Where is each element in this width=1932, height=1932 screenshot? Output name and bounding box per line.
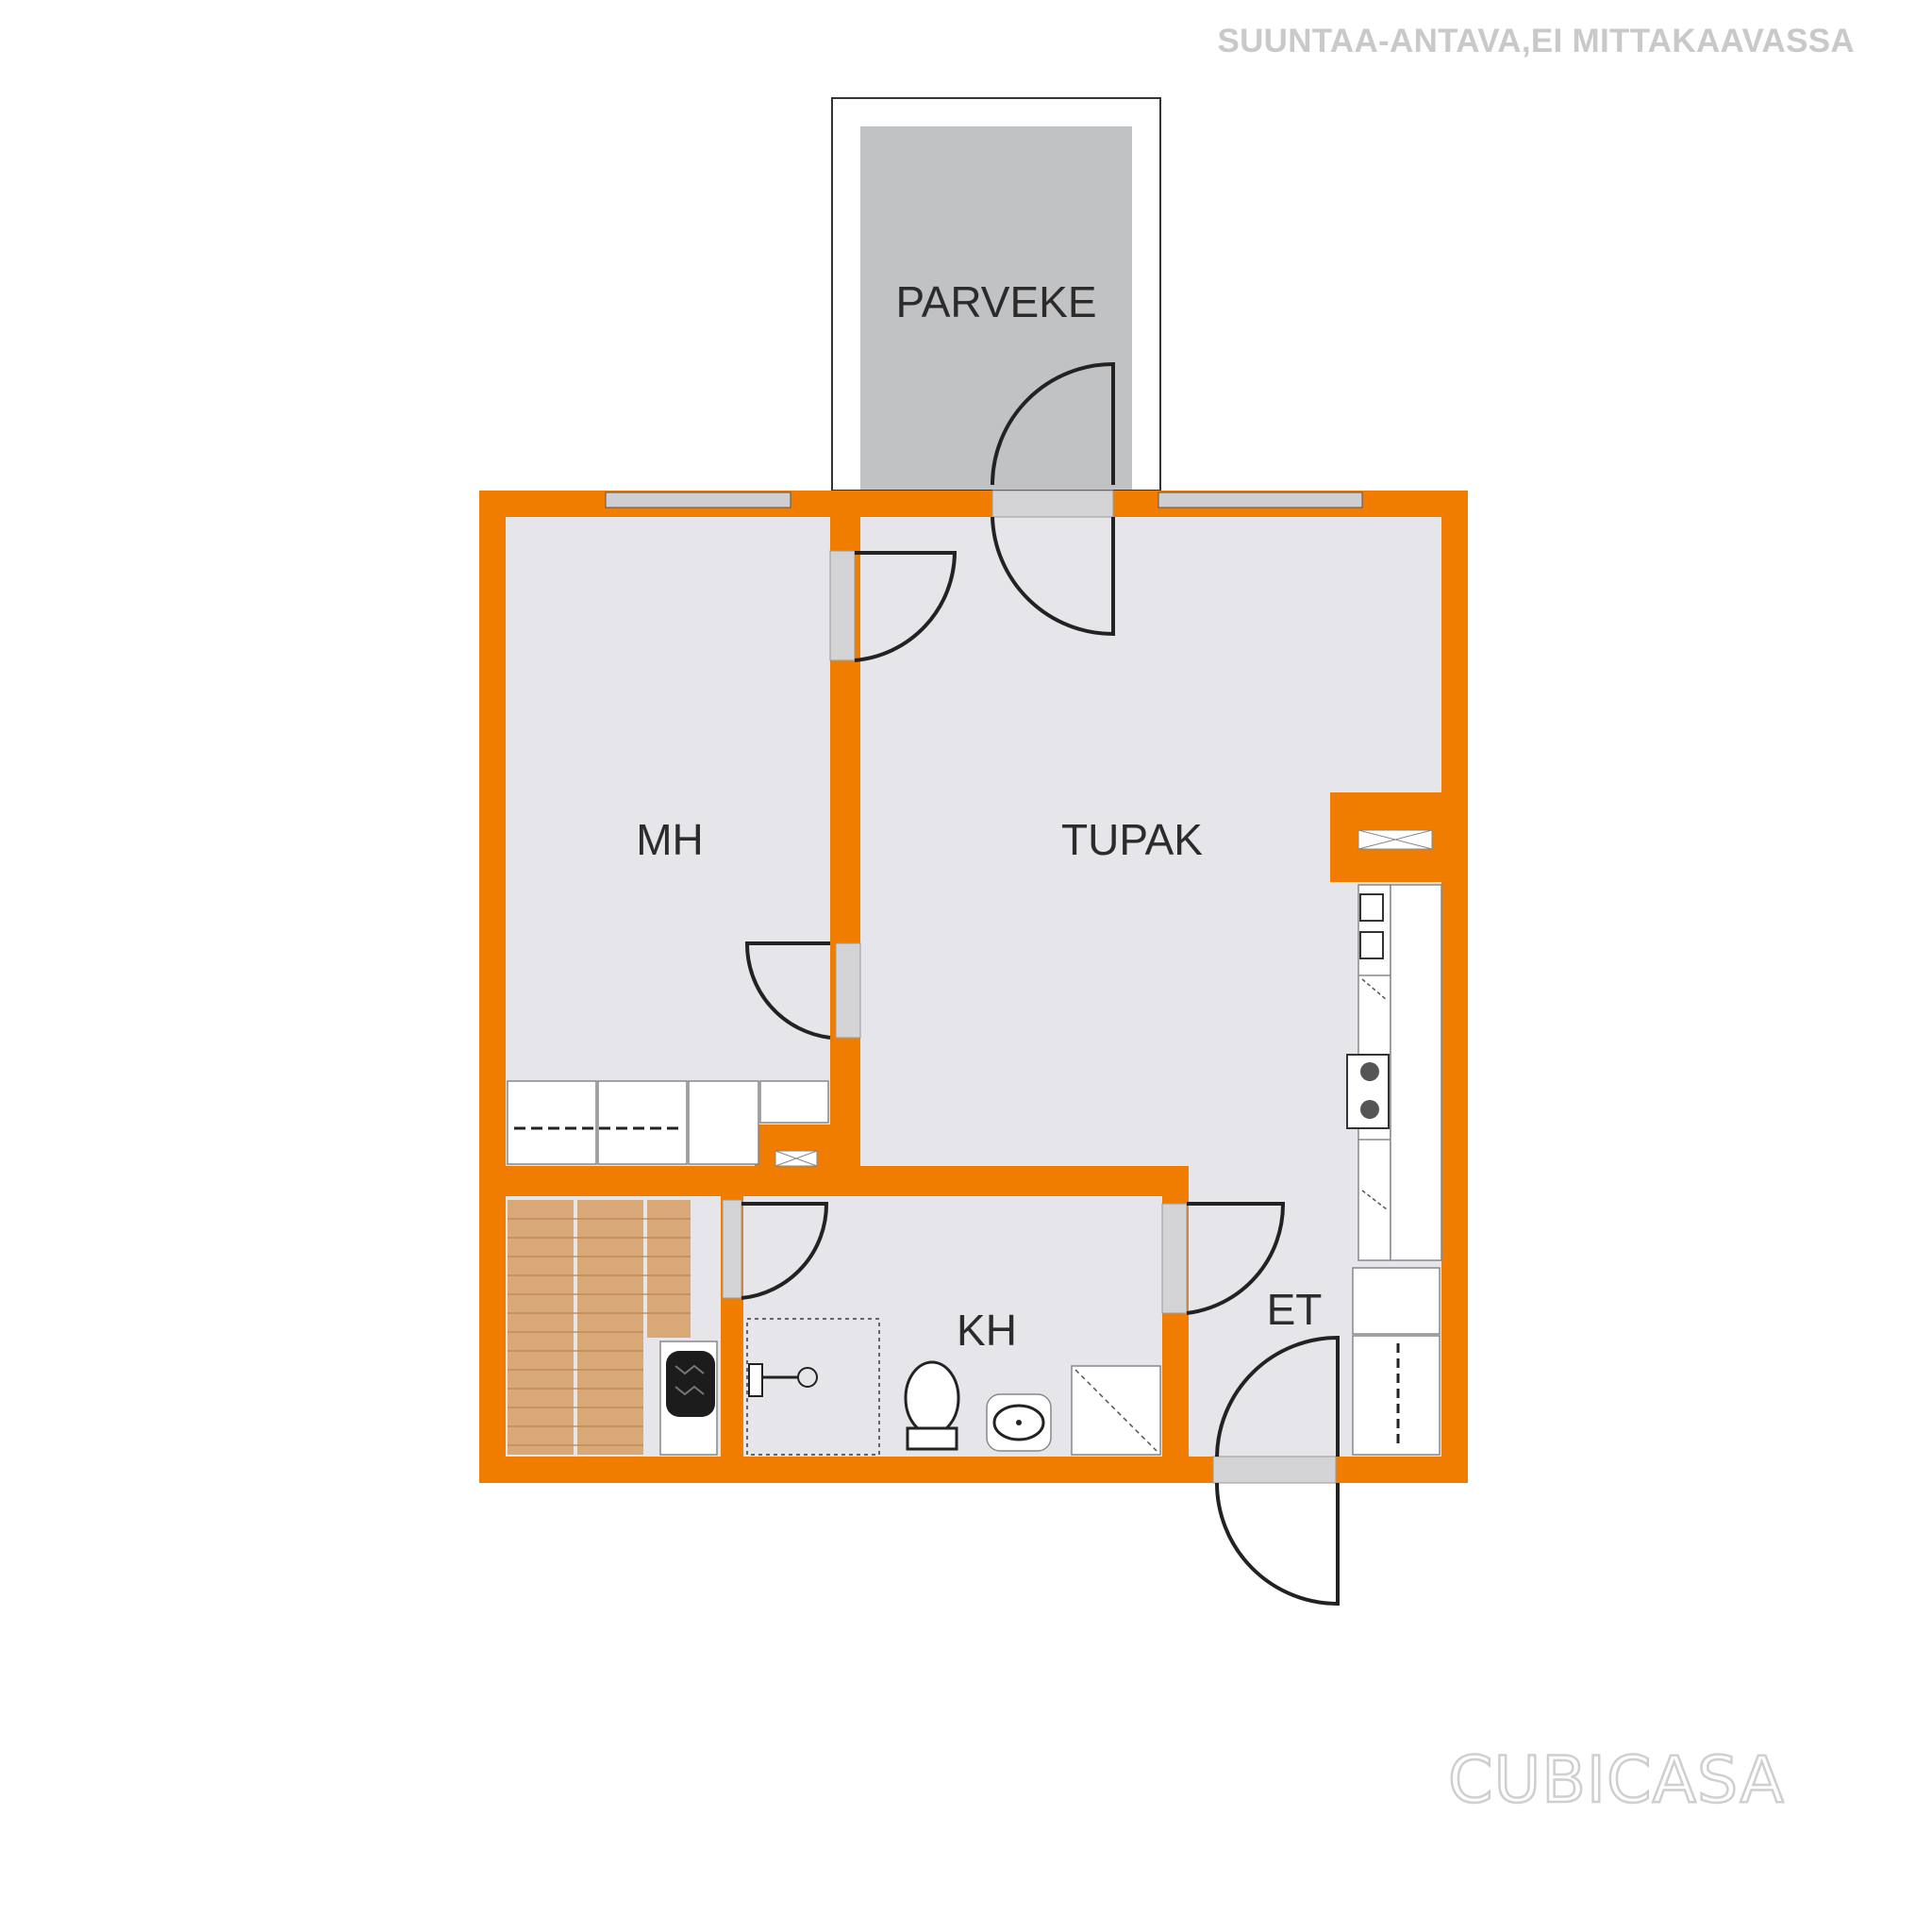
bedroom-wardrobes [507, 1080, 829, 1167]
bedroom-floor [506, 517, 830, 1079]
shower-area [746, 1318, 880, 1456]
cubicasa-logo: CUBICASA [1447, 1742, 1785, 1820]
room-label-living-kitchen: TUPAK [1061, 815, 1203, 864]
windows [605, 491, 1363, 508]
room-label-hallway: ET [1267, 1285, 1323, 1334]
sauna [508, 1200, 718, 1456]
room-label-bedroom: MH [636, 815, 704, 864]
disclaimer-text: SUUNTAA-ANTAVA,EI MITTAKAAVASSA [1217, 23, 1855, 59]
stove-burner [1360, 1062, 1379, 1081]
room-label-balcony: PARVEKE [895, 277, 1096, 326]
sink-icon [986, 1393, 1052, 1452]
sauna-stove-icon [666, 1351, 715, 1417]
bathroom-fixtures [746, 1318, 1161, 1456]
stove-burner [1360, 1100, 1379, 1119]
toilet-icon [904, 1360, 960, 1451]
door-openings [722, 490, 1337, 1484]
kitchen-vent [1357, 829, 1433, 850]
balcony [831, 97, 1161, 499]
shower-head-icon [748, 1363, 818, 1397]
washing-machine [1071, 1365, 1161, 1456]
room-label-bathroom: KH [957, 1306, 1017, 1355]
door-swings [741, 361, 1340, 1607]
kitchen-counter [1346, 884, 1442, 1261]
living-floor [860, 517, 1441, 792]
living-floor-lower [860, 792, 1358, 1166]
floor-areas [506, 517, 1441, 1457]
hallway-wardrobe [1352, 1267, 1441, 1456]
